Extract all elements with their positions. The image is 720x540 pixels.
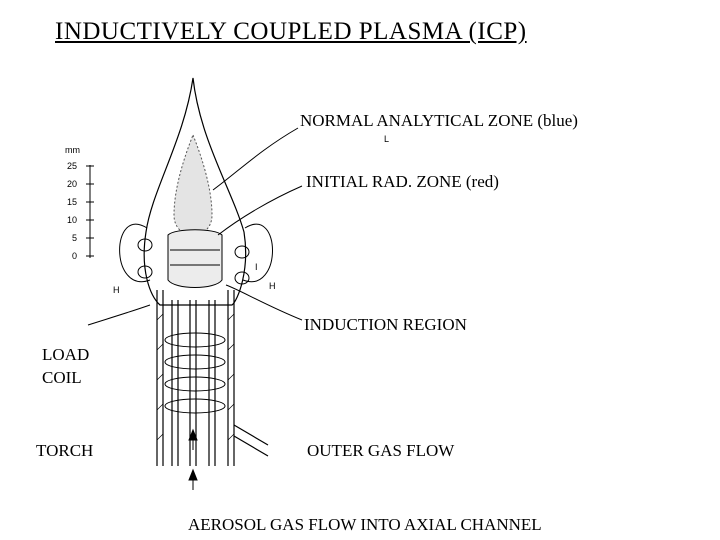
- leader-lines: [87, 127, 303, 326]
- axial-flow-arrows: [188, 428, 198, 490]
- letter-h-left: H: [113, 285, 120, 295]
- induction-region-label: INDUCTION REGION: [304, 315, 467, 334]
- letter-h-right: H: [269, 281, 276, 291]
- torch-tubes: [156, 290, 269, 466]
- scale-tick: 25: [67, 161, 77, 171]
- scale-tick: 10: [67, 215, 77, 225]
- page-title: INDUCTIVELY COUPLED PLASMA (ICP): [55, 18, 527, 45]
- mm-scale: [86, 165, 94, 258]
- aerosol-gas-flow-label: AEROSOL GAS FLOW INTO AXIAL CHANNEL: [188, 515, 542, 534]
- load-coil: [164, 332, 226, 414]
- scale-tick: 0: [72, 251, 77, 261]
- scale-tick: 20: [67, 179, 77, 189]
- scale-unit: mm: [65, 145, 80, 155]
- letter-i: I: [255, 262, 258, 272]
- letter-l: L: [384, 134, 389, 144]
- load-coil-label-2: COIL: [42, 368, 82, 387]
- plasma-core: [167, 229, 223, 288]
- initial-radiation-zone: [173, 133, 213, 236]
- torch-hatching: [156, 313, 235, 441]
- induction-region-loops: [119, 223, 273, 285]
- normal-analytical-zone-label: NORMAL ANALYTICAL ZONE (blue): [300, 111, 578, 130]
- load-coil-label-1: LOAD: [42, 345, 90, 364]
- torch-label: TORCH: [36, 441, 94, 460]
- initial-rad-zone-label: INITIAL RAD. ZONE (red): [306, 172, 499, 191]
- scale-tick: 15: [67, 197, 77, 207]
- outer-gas-flow-label: OUTER GAS FLOW: [307, 441, 455, 460]
- scale-tick: 5: [72, 233, 77, 243]
